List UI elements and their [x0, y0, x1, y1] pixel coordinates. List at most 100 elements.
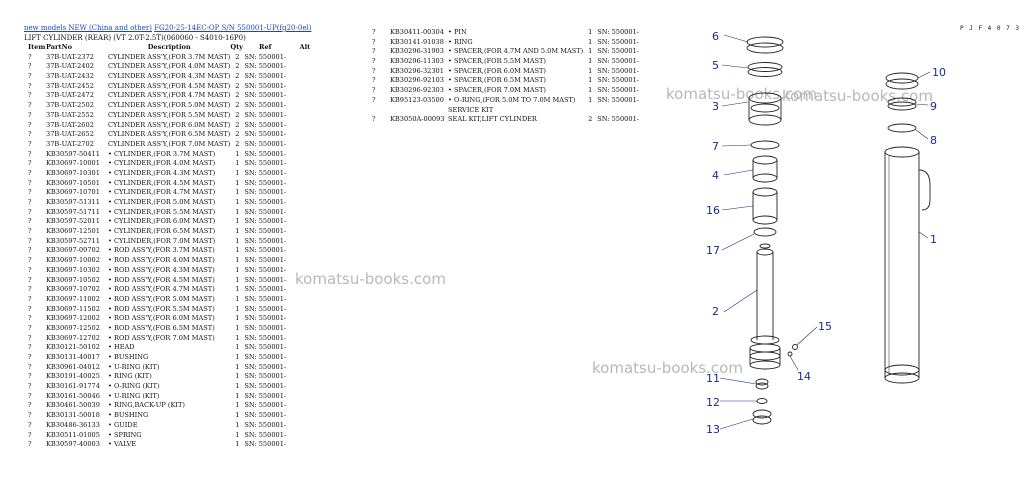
row-item: ? — [372, 86, 376, 95]
row-ref: SN: 550001- — [244, 401, 287, 410]
row-description: CYLINDER ASS'Y,(FOR 3.7M MAST) — [108, 52, 231, 61]
row-description: • ROD ASS'Y,(FOR 7.0M MAST) — [108, 333, 215, 342]
row-ref: SN: 550001- — [244, 198, 287, 206]
row-ref: SN: 550001- — [244, 440, 287, 449]
table-row: ?KB30697-12502• ROD ASS'Y,(FOR 6.5M MAST… — [24, 324, 310, 334]
row-item: ? — [28, 246, 32, 255]
row-item: ? — [372, 115, 376, 124]
table-row: ?KB30697-11002• ROD ASS'Y,(FOR 5.0M MAST… — [24, 295, 310, 305]
row-description: CYLINDER ASS'Y,(FOR 6.5M MAST) — [108, 130, 231, 139]
row-ref: SN: 550001- — [244, 246, 287, 255]
row-partno: KB30697-10501 — [46, 178, 100, 187]
row-item: ? — [372, 95, 376, 104]
page-subtitle: LIFT CYLINDER (REAR) (VT 2.0T-2.5T)(0600… — [24, 34, 246, 42]
callout-8: 8 — [930, 134, 937, 147]
row-item: ? — [28, 391, 32, 400]
row-item: ? — [28, 178, 32, 187]
callout-17: 17 — [706, 244, 720, 257]
part-4-shape — [752, 155, 778, 165]
row-item: ? — [28, 72, 32, 81]
row-description: • VALVE — [108, 440, 137, 449]
breadcrumb-link-models[interactable]: new models NEW (China and other) — [24, 24, 152, 32]
row-description: • O-RING (KIT) — [108, 382, 160, 391]
table-row: ?KB30697-10301• CYLINDER,(FOR 4.3M MAST)… — [24, 169, 310, 179]
row-item: ? — [28, 420, 32, 429]
callout-5: 5 — [712, 59, 719, 72]
row-qty: 1 — [235, 159, 240, 168]
row-qty: 1 — [588, 47, 593, 56]
row-item: ? — [28, 120, 32, 129]
row-description: • SPACER,(FOR 6.5M MAST) — [448, 76, 546, 85]
row-ref: SN: 550001- — [244, 62, 287, 71]
part-11-shape — [755, 378, 769, 386]
row-partno: KB30697-10001 — [46, 159, 100, 168]
row-qty: 1 — [235, 178, 240, 187]
row-ref: SN: 550001- — [244, 430, 287, 439]
part-2-shape — [759, 243, 771, 249]
callout-12: 12 — [706, 396, 720, 409]
part-1-shape — [884, 146, 920, 158]
row-partno: KB30121-50102 — [46, 343, 100, 352]
row-qty: 1 — [235, 323, 240, 332]
table-row: ?KB30597-50411• CYLINDER,(FOR 3.7M MAST)… — [24, 150, 310, 160]
row-description: • RING (KIT) — [108, 372, 152, 381]
watermark: komatsu-books.com — [782, 87, 933, 105]
row-description: • SPACER,(FOR 7.0M MAST) — [448, 86, 546, 95]
header-description: Description — [147, 43, 191, 51]
row-partno: KB30511-01005 — [46, 430, 100, 439]
part-10-shape — [885, 72, 919, 84]
row-qty: 1 — [588, 57, 593, 66]
row-qty: 1 — [235, 198, 240, 206]
header-alt: Alt — [299, 43, 311, 51]
row-ref: SN: 550001- — [244, 72, 287, 81]
row-partno: KB30411-00304 — [390, 28, 444, 36]
row-description: • ROD ASS'Y,(FOR 4.5M MAST) — [108, 275, 215, 284]
table-row: ?KB30697-10302• ROD ASS'Y,(FOR 4.3M MAST… — [24, 266, 310, 276]
row-partno: KB30141-91038 — [390, 37, 444, 46]
row-ref: SN: 550001- — [244, 207, 287, 216]
row-description: • U-RING (KIT) — [108, 391, 160, 400]
row-item: ? — [28, 91, 32, 100]
row-item: ? — [28, 430, 32, 439]
row-item: ? — [28, 101, 32, 110]
row-partno: KB30961-04012 — [46, 362, 100, 371]
row-partno: 37B-UAT-2602 — [46, 120, 94, 129]
row-item: ? — [28, 139, 32, 148]
row-item: ? — [28, 52, 32, 61]
row-partno: KB3050A-00093 — [390, 115, 445, 124]
row-ref: SN: 550001- — [244, 294, 287, 303]
row-description: • HEAD — [108, 343, 135, 352]
callout-16: 16 — [706, 204, 720, 217]
row-item: ? — [28, 130, 32, 139]
row-ref: SN: 550001- — [244, 382, 287, 391]
row-qty: 1 — [235, 430, 240, 439]
row-description: • CYLINDER,(FOR 6.5M MAST) — [108, 227, 216, 236]
row-description: • ROD ASS'Y,(FOR 4.3M MAST) — [108, 265, 215, 274]
row-qty: 1 — [235, 227, 240, 236]
row-item: ? — [372, 76, 376, 85]
row-ref: SN: 550001- — [244, 217, 287, 226]
parts-table-left: Item PartNo Description Qty Ref Alt ?37B… — [24, 43, 310, 450]
row-item: ? — [372, 28, 376, 36]
row-ref — [597, 106, 639, 116]
table-row: ?KB30697-10002• ROD ASS'Y,(FOR 4.0M MAST… — [24, 256, 310, 266]
row-description: • SPRING — [108, 430, 142, 439]
row-partno: KB30697-12702 — [46, 333, 100, 342]
row-item: ? — [28, 294, 32, 303]
row-ref: SN: 550001- — [244, 52, 287, 61]
row-description: • CYLINDER,(FOR 4.7M MAST) — [108, 188, 216, 197]
row-partno: KB30597-51711 — [46, 207, 100, 216]
breadcrumb-link-model-series[interactable]: FG20-25-14EC-OP S/N 550001-UP(fg20-0el) — [154, 24, 312, 32]
row-partno: KB30697-10301 — [46, 168, 100, 177]
